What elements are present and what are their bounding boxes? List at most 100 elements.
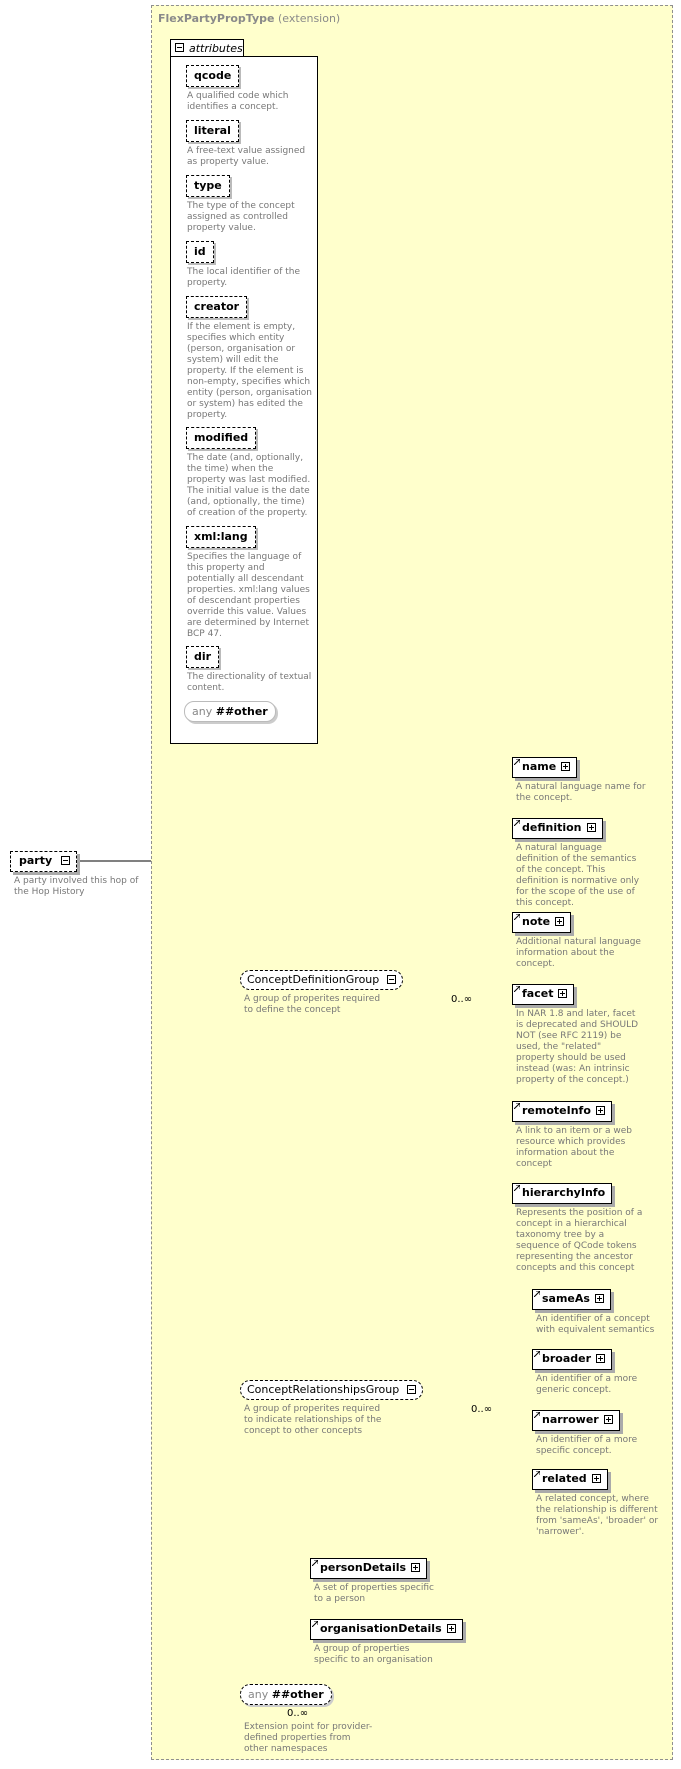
element-label: personDetails <box>320 1561 407 1574</box>
element-same-as[interactable]: sameAs <box>532 1289 611 1310</box>
attribute-type[interactable]: type <box>186 175 230 197</box>
element-label: narrower <box>542 1413 599 1426</box>
element-remote-info[interactable]: remoteInfo <box>512 1101 612 1122</box>
element-description: Represents the position of a concept in … <box>516 1208 643 1273</box>
attribute-creator[interactable]: creator <box>186 296 248 318</box>
expand-icon[interactable] <box>446 1624 456 1633</box>
attributes-header: attributes <box>189 42 243 55</box>
expand-icon[interactable] <box>591 1474 601 1483</box>
collapse-icon[interactable] <box>406 1385 416 1394</box>
element-description: A group of properties specific to an org… <box>314 1644 433 1665</box>
element-narrower[interactable]: narrower <box>532 1410 620 1431</box>
ref-arrow-icon <box>514 986 520 992</box>
type-qualifier: (extension) <box>278 12 341 25</box>
ref-arrow-icon <box>312 1621 318 1627</box>
collapse-icon[interactable] <box>386 975 396 984</box>
element-related[interactable]: related <box>532 1469 608 1490</box>
element-description: A link to an item or a web resource whic… <box>516 1126 633 1169</box>
element-description: An identifier of a more specific concept… <box>536 1435 638 1456</box>
cardinality-label: 0..∞ <box>287 1708 309 1719</box>
attribute-description: A qualified code which identifies a conc… <box>187 91 289 112</box>
collapse-attributes-icon[interactable] <box>175 43 184 52</box>
group-description: A group of properites required to indica… <box>244 1404 382 1436</box>
expand-icon[interactable] <box>594 1294 604 1303</box>
attribute-description: A free-text value assigned as property v… <box>187 146 306 167</box>
type-name: FlexPartyPropType <box>158 12 275 25</box>
attributes-panel <box>170 56 318 744</box>
attribute-description: The local identifier of the property. <box>187 267 300 288</box>
ref-arrow-icon <box>514 1103 520 1109</box>
element-description: A natural language name for the concept. <box>516 782 646 803</box>
group-description: A group of properites required to define… <box>244 994 381 1015</box>
element-label: definition <box>522 821 582 834</box>
ref-arrow-icon <box>534 1291 540 1297</box>
root-element-party[interactable]: party <box>10 851 77 872</box>
attribute-any-other[interactable]: any ##other <box>184 701 276 722</box>
element-any-other[interactable]: any ##other <box>240 1684 332 1705</box>
group-concept-definition[interactable]: ConceptDefinitionGroup <box>240 970 403 990</box>
ref-arrow-icon <box>534 1471 540 1477</box>
element-description: A related concept, where the relationshi… <box>536 1494 659 1537</box>
element-broader[interactable]: broader <box>532 1349 613 1370</box>
attribute-xml-lang[interactable]: xml:lang <box>186 526 256 548</box>
element-label: hierarchyInfo <box>522 1186 606 1199</box>
ref-arrow-icon <box>514 759 520 765</box>
attribute-qcode[interactable]: qcode <box>186 65 240 87</box>
root-element-label: party <box>19 854 53 867</box>
expand-icon[interactable] <box>555 917 565 926</box>
element-description: An identifier of a more generic concept. <box>536 1374 638 1395</box>
attribute-description: The type of the concept assigned as cont… <box>187 201 295 233</box>
attribute-description: Specifies the language of this property … <box>187 552 310 639</box>
element-label: organisationDetails <box>320 1622 442 1635</box>
element-description: A set of properties specific to a person <box>314 1583 434 1604</box>
ref-arrow-icon <box>514 1185 520 1191</box>
root-description: A party involved this hop of the Hop His… <box>14 876 139 897</box>
attribute-description: If the element is empty, specifies which… <box>187 322 312 420</box>
element-label: note <box>522 915 551 928</box>
group-label: ConceptDefinitionGroup <box>247 973 380 986</box>
ref-arrow-icon <box>312 1560 318 1566</box>
complex-type-title: FlexPartyPropType (extension) <box>158 12 340 25</box>
any-prefix: any <box>192 705 213 718</box>
element-definition[interactable]: definition <box>512 818 603 839</box>
collapse-icon[interactable] <box>61 856 70 865</box>
expand-icon[interactable] <box>595 1106 605 1115</box>
ref-arrow-icon <box>534 1351 540 1357</box>
element-note[interactable]: note <box>512 912 572 933</box>
element-description: Extension point for provider-defined pro… <box>244 1722 373 1754</box>
any-prefix: any <box>248 1688 269 1701</box>
attribute-id[interactable]: id <box>186 241 214 263</box>
element-hierarchy-info[interactable]: hierarchyInfo <box>512 1183 613 1204</box>
element-label: sameAs <box>542 1292 590 1305</box>
element-description: A natural language definition of the sem… <box>516 843 640 908</box>
element-description: In NAR 1.8 and later, facet is deprecate… <box>516 1009 639 1085</box>
attribute-modified[interactable]: modified <box>186 427 257 449</box>
element-description: Additional natural language information … <box>516 937 641 969</box>
expand-icon[interactable] <box>558 989 568 998</box>
any-value: ##other <box>215 705 268 718</box>
expand-icon[interactable] <box>411 1563 421 1572</box>
element-label: name <box>522 760 557 773</box>
any-value: ##other <box>271 1688 324 1701</box>
attribute-literal[interactable]: literal <box>186 120 239 142</box>
attribute-dir[interactable]: dir <box>186 646 220 668</box>
element-name[interactable]: name <box>512 757 578 778</box>
element-organisation-details[interactable]: organisationDetails <box>310 1619 463 1640</box>
expand-icon[interactable] <box>561 762 571 771</box>
element-label: facet <box>522 987 554 1000</box>
element-facet[interactable]: facet <box>512 984 575 1005</box>
group-concept-relationships[interactable]: ConceptRelationshipsGroup <box>240 1380 423 1400</box>
expand-icon[interactable] <box>596 1354 606 1363</box>
element-person-details[interactable]: personDetails <box>310 1558 428 1579</box>
expand-icon[interactable] <box>586 823 596 832</box>
attributes-tab[interactable]: attributes <box>170 39 244 57</box>
element-label: broader <box>542 1352 592 1365</box>
attribute-description: The date (and, optionally, the time) whe… <box>187 453 311 518</box>
cardinality-label: 0..∞ <box>471 1404 493 1415</box>
element-label: related <box>542 1472 587 1485</box>
expand-icon[interactable] <box>603 1415 613 1424</box>
element-label: remoteInfo <box>522 1104 591 1117</box>
attribute-description: The directionality of textual content. <box>187 672 312 693</box>
ref-arrow-icon <box>514 820 520 826</box>
cardinality-label: 0..∞ <box>451 994 473 1005</box>
